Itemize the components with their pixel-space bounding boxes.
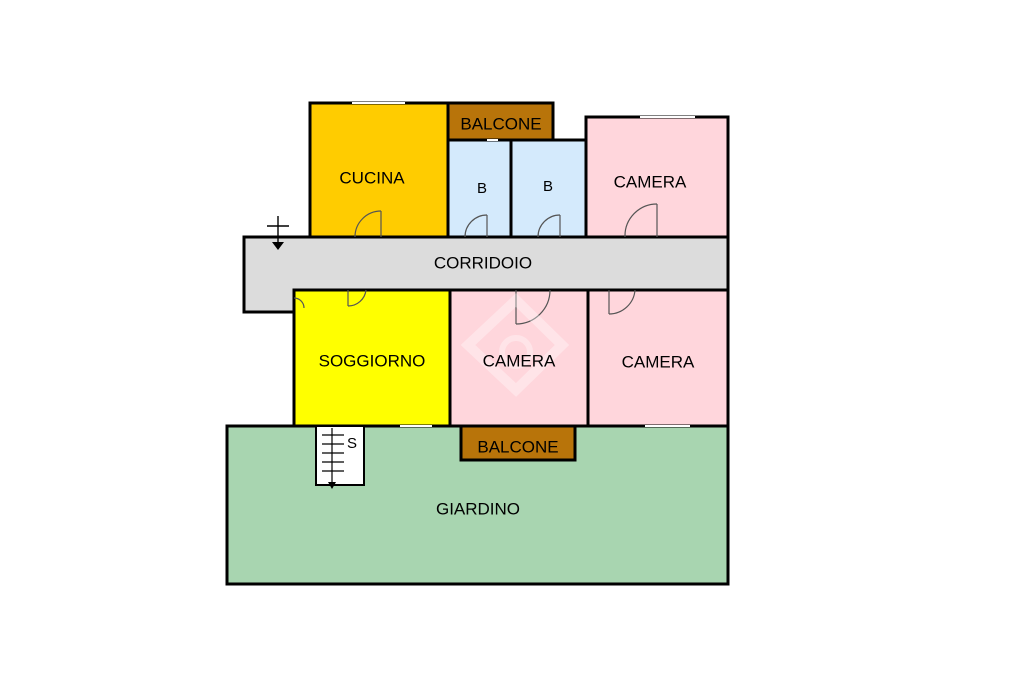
label-bagno-1: B — [477, 180, 487, 197]
doors — [293, 203, 658, 325]
staircase — [315, 425, 365, 489]
label-balcone-top: BALCONE — [460, 114, 541, 133]
label-bagno-2: B — [543, 178, 553, 195]
label-soggiorno: SOGGIORNO — [319, 351, 426, 370]
room-cucina — [308, 101, 450, 239]
label-camera-right: CAMERA — [622, 352, 695, 371]
label-camera-middle: CAMERA — [483, 351, 556, 370]
label-giardino: GIARDINO — [436, 499, 520, 518]
room-balcone-bottom — [459, 424, 577, 462]
label-cucina: CUCINA — [339, 168, 405, 187]
label-corridoio: CORRIDOIO — [434, 253, 532, 272]
label-camera-top: CAMERA — [614, 172, 687, 191]
windows — [352, 102, 695, 427]
room-bagno-1 — [446, 138, 513, 239]
label-scala: S — [347, 435, 357, 452]
stair-arrow-icon — [267, 216, 289, 250]
watermark-logo-icon — [460, 293, 570, 397]
label-balcone-bottom: BALCONE — [477, 437, 558, 456]
room-corridoio — [242, 235, 730, 314]
